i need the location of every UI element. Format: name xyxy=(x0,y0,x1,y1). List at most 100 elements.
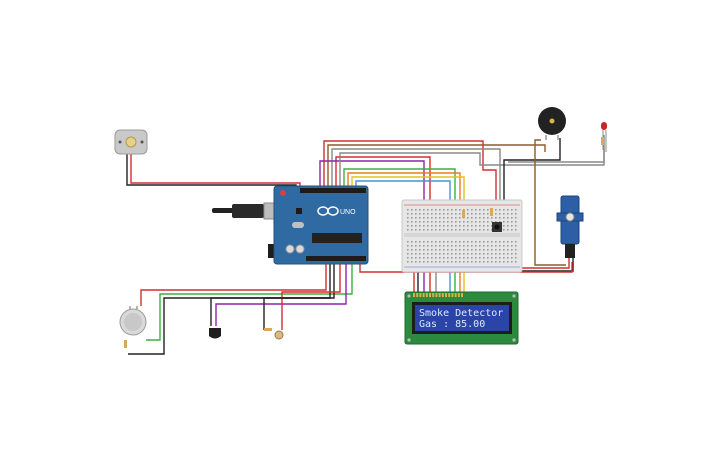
breadboard-hole xyxy=(487,253,489,255)
breadboard-hole xyxy=(515,261,517,263)
gas-sensor[interactable] xyxy=(119,306,147,348)
breadboard-hole xyxy=(487,261,489,263)
breadboard-hole xyxy=(479,261,481,263)
breadboard-hole xyxy=(471,213,473,215)
temperature-sensor[interactable] xyxy=(209,328,221,339)
breadboard-hole xyxy=(419,217,421,219)
servo-motor[interactable] xyxy=(556,195,584,258)
breadboard-hole xyxy=(503,261,505,263)
led-icon xyxy=(601,122,607,152)
wire-bottom-black-gas[interactable] xyxy=(128,262,331,355)
breadboard-hole xyxy=(475,225,477,227)
breadboard-hole xyxy=(419,261,421,263)
wire-servo-red[interactable] xyxy=(520,258,570,269)
breadboard-hole xyxy=(483,209,485,211)
breadboard-hole xyxy=(463,209,465,211)
breadboard-hole xyxy=(487,229,489,231)
breadboard-hole xyxy=(503,249,505,251)
breadboard-hole xyxy=(431,245,433,247)
breadboard-hole xyxy=(411,253,413,255)
wire-bottom-red-gas[interactable] xyxy=(140,262,327,306)
breadboard-hole xyxy=(459,209,461,211)
breadboard-hole xyxy=(427,213,429,215)
breadboard-hole xyxy=(479,257,481,259)
breadboard-hole xyxy=(411,221,413,223)
wire-buzzer-brown[interactable] xyxy=(534,139,566,266)
breadboard-hole xyxy=(503,213,505,215)
breadboard-hole xyxy=(475,245,477,247)
photoresistor-icon xyxy=(264,328,284,340)
breadboard-hole xyxy=(419,245,421,247)
lcd-pin xyxy=(419,293,422,297)
breadboard-hole xyxy=(499,221,501,223)
breadboard-hole xyxy=(415,253,417,255)
wire-top-gray[interactable] xyxy=(331,148,501,200)
breadboard-hole xyxy=(407,245,409,247)
breadboard-hole xyxy=(463,249,465,251)
breadboard-hole xyxy=(487,257,489,259)
breadboard-hole xyxy=(479,253,481,255)
breadboard-hole xyxy=(503,257,505,259)
breadboard-hole xyxy=(511,253,513,255)
breadboard-hole xyxy=(423,249,425,251)
wire-top-brown[interactable] xyxy=(327,144,546,190)
breadboard-hole xyxy=(459,257,461,259)
breadboard-hole xyxy=(419,249,421,251)
piezo-buzzer[interactable] xyxy=(538,107,566,140)
breadboard-hole xyxy=(515,209,517,211)
breadboard-hole xyxy=(475,249,477,251)
breadboard-hole xyxy=(475,213,477,215)
breadboard-hole xyxy=(419,241,421,243)
breadboard[interactable] xyxy=(401,199,523,273)
breadboard-hole xyxy=(467,261,469,263)
breadboard-hole xyxy=(435,241,437,243)
breadboard-hole xyxy=(463,261,465,263)
lcd-16x2[interactable]: Smoke Detector Gas : 85.00 xyxy=(404,291,519,345)
wire-bottom-green-gas[interactable] xyxy=(146,262,353,341)
breadboard-hole xyxy=(447,249,449,251)
breadboard-hole xyxy=(407,249,409,251)
wire-bottom-black-photo[interactable] xyxy=(263,297,330,330)
breadboard-hole xyxy=(491,229,493,231)
breadboard-hole xyxy=(407,221,409,223)
breadboard-hole xyxy=(419,213,421,215)
microcontroller-icon: UNO xyxy=(212,185,369,265)
breadboard-hole xyxy=(427,225,429,227)
arduino-uno[interactable]: UNO xyxy=(212,185,369,265)
wire-motor-black[interactable] xyxy=(126,152,297,190)
red-led[interactable] xyxy=(601,122,607,152)
breadboard-hole xyxy=(471,221,473,223)
lcd-pin xyxy=(422,293,425,297)
breadboard-hole xyxy=(435,225,437,227)
breadboard-hole xyxy=(451,241,453,243)
breadboard-hole xyxy=(451,229,453,231)
breadboard-hole xyxy=(463,257,465,259)
breadboard-hole xyxy=(447,221,449,223)
breadboard-hole xyxy=(455,213,457,215)
wire-servo-black[interactable] xyxy=(520,258,574,272)
breadboard-hole xyxy=(479,209,481,211)
wire-bottom-purple-temp[interactable] xyxy=(215,262,347,326)
lcd-pin xyxy=(432,293,435,297)
breadboard-hole xyxy=(459,261,461,263)
wire-led-gray[interactable] xyxy=(508,150,605,163)
pushbutton[interactable] xyxy=(492,222,502,232)
breadboard-hole xyxy=(455,209,457,211)
wire-buzzer-black[interactable] xyxy=(503,138,561,200)
breadboard-hole xyxy=(515,225,517,227)
breadboard-hole xyxy=(487,249,489,251)
breadboard-hole xyxy=(463,245,465,247)
breadboard-hole xyxy=(443,261,445,263)
breadboard-hole xyxy=(439,209,441,211)
breadboard-hole xyxy=(443,217,445,219)
photoresistor[interactable] xyxy=(264,328,284,340)
breadboard-hole xyxy=(411,229,413,231)
breadboard-hole xyxy=(471,229,473,231)
wire-top-red-1[interactable] xyxy=(323,140,497,200)
wire-bottom-red-photo[interactable] xyxy=(281,262,341,330)
dc-motor[interactable] xyxy=(114,129,148,155)
breadboard-hole xyxy=(511,221,513,223)
breadboard-hole xyxy=(435,229,437,231)
breadboard-hole xyxy=(507,245,509,247)
breadboard-hole xyxy=(515,217,517,219)
